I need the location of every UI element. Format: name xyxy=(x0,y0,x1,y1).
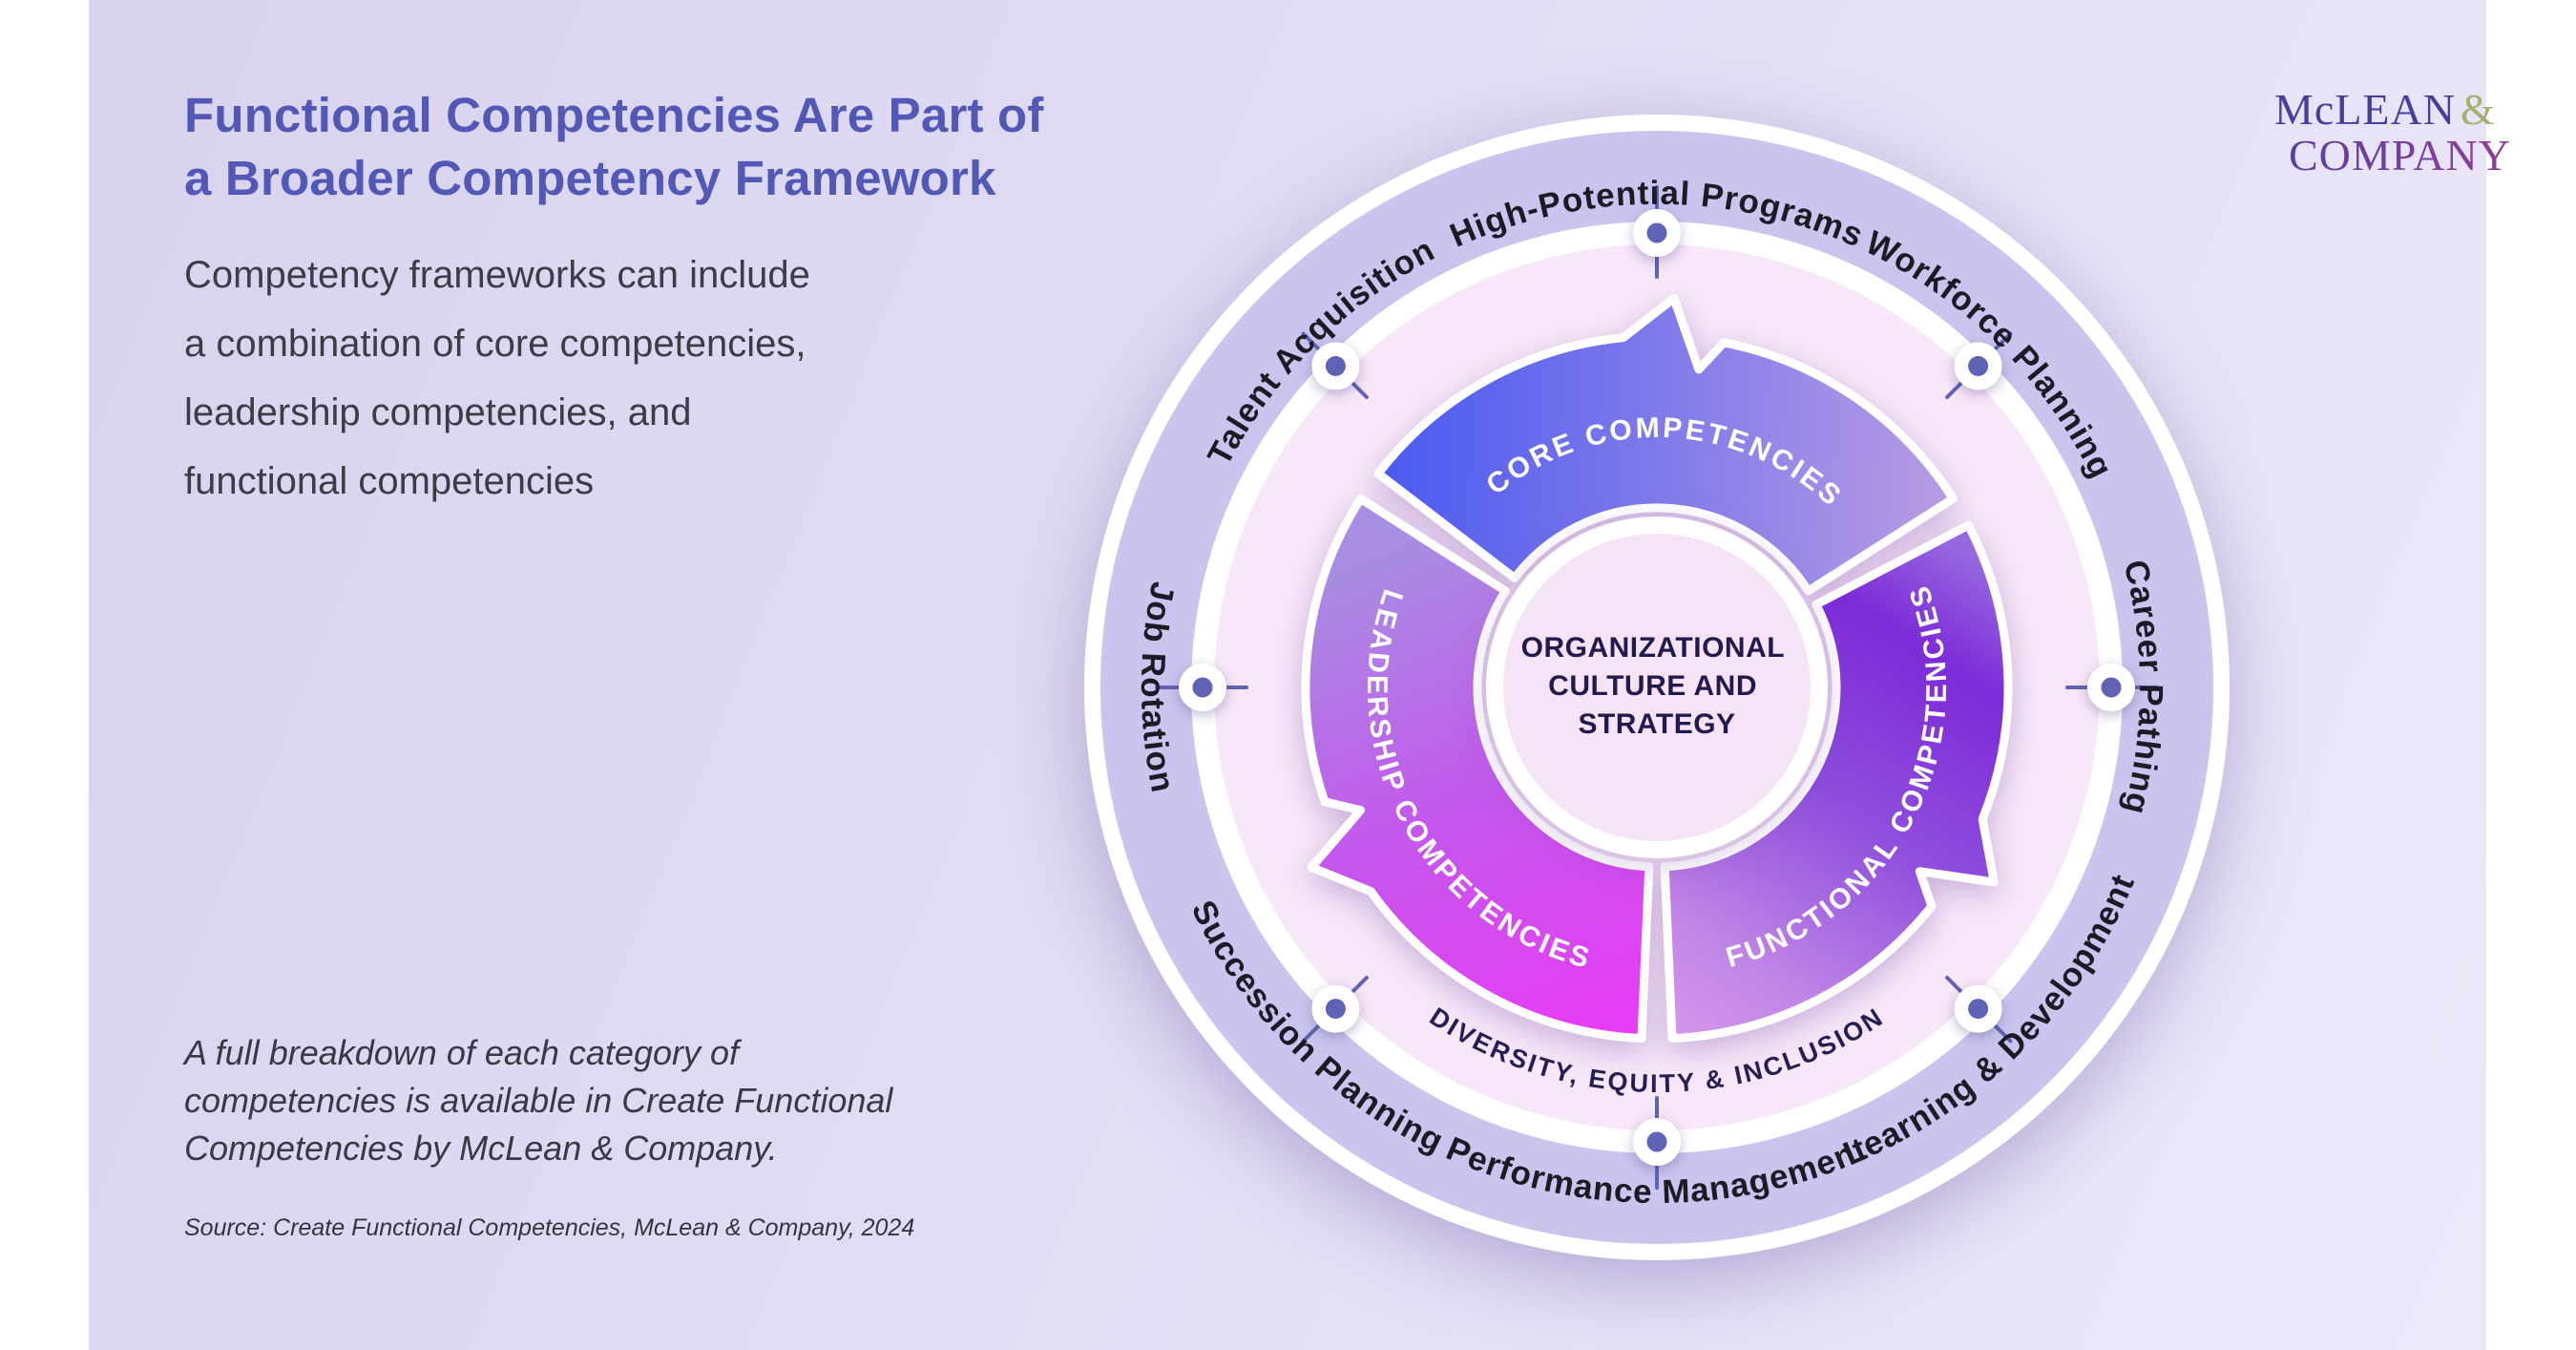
page-title-line1: Functional Competencies Are Part of xyxy=(184,88,1044,142)
ring-nodes xyxy=(1179,209,2135,1166)
logo-mclean-text: McLEAN xyxy=(2274,85,2456,134)
mclean-company-logo: McLEAN & COMPANY xyxy=(2274,85,2511,179)
center-circle xyxy=(1503,534,1811,841)
competency-wheel: ORGANIZATIONAL CULTURE AND STRATEGY xyxy=(1084,115,2230,1260)
wheel-center: ORGANIZATIONAL CULTURE AND STRATEGY xyxy=(1486,517,1828,858)
intro-paragraph: Competency frameworks can include a comb… xyxy=(184,254,810,502)
node-learning-development xyxy=(1954,984,2002,1033)
node-high-potential-programs xyxy=(1633,209,1681,257)
center-label: ORGANIZATIONAL CULTURE AND STRATEGY xyxy=(1521,632,1793,740)
node-talent-acquisition xyxy=(1311,342,1360,390)
logo-company-text: COMPANY xyxy=(2289,131,2511,179)
page-title-line2: a Broader Competency Framework xyxy=(184,151,996,206)
page-title: Functional Competencies Are Part of a Br… xyxy=(184,84,1044,211)
segment-core-competencies xyxy=(1373,293,1958,596)
footnote-paragraph: A full breakdown of each category of com… xyxy=(184,1033,893,1169)
node-performance-management xyxy=(1633,1118,1681,1166)
node-succession-planning xyxy=(1311,984,1360,1033)
segment-leadership-competencies xyxy=(1301,494,1654,1044)
node-job-rotation xyxy=(1179,664,1226,711)
segment-functional-competencies xyxy=(1660,520,2013,1044)
node-workforce-planning xyxy=(1954,342,2002,390)
slide-canvas: Functional Competencies Are Part of a Br… xyxy=(89,0,2510,1350)
node-career-pathing xyxy=(2087,664,2135,711)
source-line: Source: Create Functional Competencies, … xyxy=(184,1214,915,1241)
wheel-segments xyxy=(1301,293,2013,1044)
logo-ampersand: & xyxy=(2461,85,2496,134)
